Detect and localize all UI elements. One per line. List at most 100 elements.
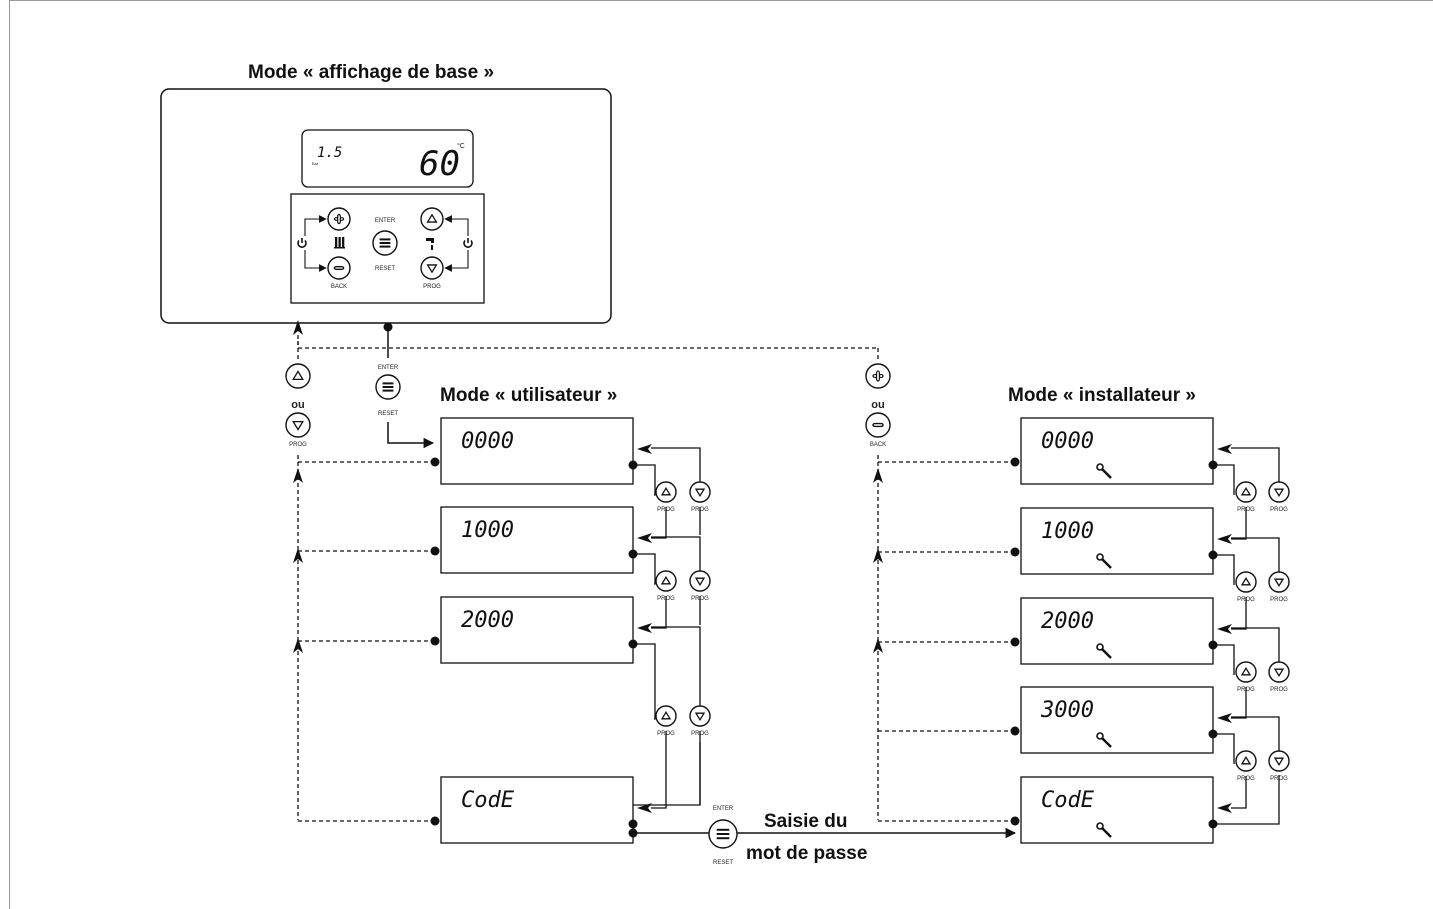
dhw-down-button: PROG xyxy=(420,256,444,290)
installer-screen-exit-dot xyxy=(1010,547,1020,557)
user-prog-loop xyxy=(651,447,701,482)
keypad-link-left-top xyxy=(304,215,327,236)
keypad-link-right-top xyxy=(444,215,469,236)
down-arrow-icon xyxy=(1273,668,1285,678)
installer-down-button-2: PROG xyxy=(1268,661,1290,693)
minus-icon xyxy=(872,422,884,428)
user-prog-loop xyxy=(651,536,701,571)
enter-caption: ENTER xyxy=(375,218,396,224)
plus-icon xyxy=(875,370,881,382)
user-return-arrowhead xyxy=(293,468,303,483)
installer-prev-arrowhead xyxy=(1217,444,1232,454)
figure-frame xyxy=(9,0,1433,909)
wrench-icon xyxy=(1096,643,1104,651)
button-ring xyxy=(1268,750,1290,772)
tap-icon xyxy=(426,238,434,243)
button-caption: PROG xyxy=(1270,597,1288,603)
installer-prog-down-link xyxy=(1231,776,1247,809)
radiator-icon xyxy=(338,237,341,248)
return-arrowhead-base xyxy=(293,320,303,335)
user-screen-exit-dot xyxy=(430,816,440,826)
button-ring xyxy=(327,256,351,280)
up-arrow-icon xyxy=(1240,666,1252,676)
lcd-screen xyxy=(440,776,634,844)
user-reset-caption: RESET xyxy=(378,411,398,417)
installer-minus-button: BACK xyxy=(865,412,891,448)
enter-reset-button xyxy=(372,230,398,256)
up-arrow-icon xyxy=(1240,755,1252,765)
power-icon xyxy=(463,239,473,248)
installer-screen-3: 3000 xyxy=(1020,686,1214,754)
lcd-screen xyxy=(1020,597,1214,665)
user-prog-down-link xyxy=(651,596,667,629)
installer-return-arrowhead xyxy=(873,548,883,563)
radiator-icon xyxy=(334,247,345,249)
lcd-code: 1000 xyxy=(461,518,514,543)
lcd-screen xyxy=(1020,686,1214,754)
reset-caption: RESET xyxy=(375,266,395,272)
user-screen-3: CodE xyxy=(440,776,634,844)
lcd-code: 1000 xyxy=(1041,519,1094,544)
button-ring xyxy=(285,363,311,389)
up-arrow-icon xyxy=(426,213,438,223)
base-lcd-screen xyxy=(301,129,474,188)
user-prog-up-link xyxy=(633,464,656,496)
user-mode-title: Mode « utilisateur » xyxy=(440,385,618,406)
password-reset-caption: RESET xyxy=(713,860,733,866)
button-caption: PROG xyxy=(289,442,307,448)
installer-mode-title: Mode « installateur » xyxy=(1008,385,1196,406)
installer-return-arrowhead xyxy=(873,468,883,483)
enter-to-user-mode-arrow xyxy=(387,422,435,449)
radiator-icon xyxy=(335,237,338,248)
user-screen-exit-dot xyxy=(430,636,440,646)
password-enter-caption: ENTER xyxy=(713,806,734,812)
pressure-unit: Bar xyxy=(312,161,319,166)
installer-return-arrowhead xyxy=(873,638,883,653)
user-screen-2: 2000 xyxy=(440,596,634,664)
installer-screen-1: 1000 xyxy=(1020,507,1214,575)
lcd-screen xyxy=(440,417,634,485)
installer-screen-0: 0000 xyxy=(1020,417,1214,485)
down-arrow-icon xyxy=(694,712,706,722)
button-caption: PROG xyxy=(1270,687,1288,693)
installer-prev-arrowhead xyxy=(1217,803,1232,813)
radiator-icon xyxy=(342,237,345,248)
button-ring xyxy=(689,481,711,503)
pressure-readout: 1.5 xyxy=(317,145,342,161)
installer-prog-up-link xyxy=(1213,554,1235,585)
lcd-code: 0000 xyxy=(461,429,514,454)
wrench-icon xyxy=(1096,463,1104,471)
user-enter-caption: ENTER xyxy=(378,365,399,371)
installer-down-button-1: PROG xyxy=(1268,571,1290,603)
wrench-icon xyxy=(1096,553,1104,561)
button-ring xyxy=(1268,571,1290,593)
up-arrow-icon xyxy=(1240,486,1252,496)
installer-down-button-0: PROG xyxy=(1268,481,1290,513)
base-mode-title: Mode « affichage de base » xyxy=(248,62,495,83)
lcd-screen xyxy=(440,506,634,574)
down-arrow-icon xyxy=(1273,757,1285,767)
keypad-link-right-bottom xyxy=(444,250,469,272)
user-prev-arrowhead xyxy=(637,444,652,454)
button-caption: BACK xyxy=(331,284,347,290)
heating-plus-button xyxy=(327,207,351,231)
user-return-arrowhead xyxy=(293,638,303,653)
installer-screen-4: CodE xyxy=(1020,776,1214,844)
button-ring xyxy=(1235,571,1257,593)
button-ring xyxy=(420,207,444,231)
installer-prog-up-link xyxy=(1213,733,1235,764)
button-ring xyxy=(689,570,711,592)
button-ring xyxy=(1268,481,1290,503)
lcd-code: 3000 xyxy=(1040,698,1094,723)
lcd-screen xyxy=(1020,776,1214,844)
lcd-screen xyxy=(1020,417,1214,485)
installer-prog-loop xyxy=(1231,447,1280,482)
button-ring xyxy=(420,256,444,280)
exit-down-button: PROG xyxy=(285,412,311,448)
exit-up-button xyxy=(285,363,311,389)
installer-prog-up-link xyxy=(1213,464,1235,495)
tap-icon xyxy=(431,245,433,250)
installer-screen-exit-dot xyxy=(1010,637,1020,647)
button-ring xyxy=(1235,661,1257,683)
installer-prog-loop xyxy=(1231,627,1280,662)
